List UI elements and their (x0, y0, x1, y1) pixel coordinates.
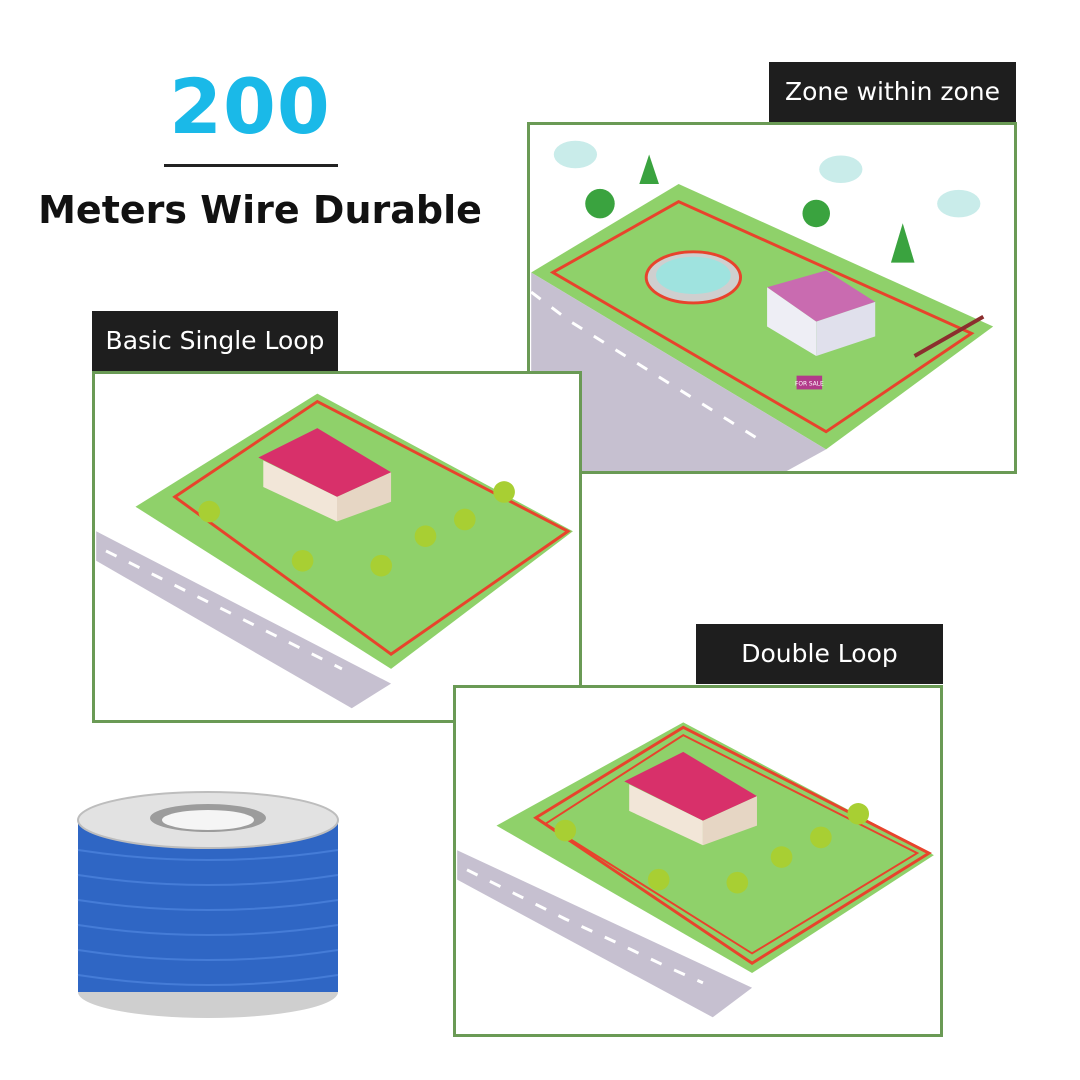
headline-rule (164, 164, 338, 167)
tree-icon (639, 154, 659, 184)
tree-icon (370, 554, 393, 577)
house-wall (702, 796, 757, 846)
wire-loop (172, 399, 571, 656)
zone-within-zone-illustration: FOR SALE (530, 140, 994, 471)
headline-number: 200 (169, 62, 331, 151)
wire-spool-image (77, 791, 339, 1018)
panel-double-loop (453, 685, 943, 1037)
tree-icon (647, 868, 670, 891)
headline-subtitle: Meters Wire Durable (38, 188, 482, 232)
house-roof (624, 751, 757, 821)
lawn (135, 393, 573, 669)
tree-icon (291, 549, 314, 572)
tree-icon (810, 826, 832, 849)
house-wall (263, 460, 337, 522)
lawn (531, 183, 994, 450)
tree-icon (453, 508, 476, 531)
tree-icon (847, 803, 870, 825)
house-wall (767, 287, 817, 356)
fence (913, 314, 985, 358)
house-wall (816, 301, 876, 356)
tree-icon (493, 481, 515, 503)
tree-icon (585, 188, 615, 219)
cloud-icon (819, 155, 863, 183)
for-sale-sign (796, 375, 823, 390)
tree-icon (770, 846, 793, 868)
house-wall (337, 472, 392, 522)
spool-hole (162, 810, 254, 830)
label-basic-single-loop: Basic Single Loop (92, 311, 338, 371)
sign-text: FOR SALE (795, 381, 824, 387)
outer-wire-loop (533, 725, 932, 965)
tree-icon (890, 223, 915, 263)
house-roof (258, 428, 392, 497)
cloud-icon (937, 189, 981, 218)
cloud-icon (553, 140, 598, 169)
panel-zone-within-zone: FOR SALE (527, 122, 1017, 474)
house-wall (629, 784, 703, 846)
tree-icon (554, 819, 577, 842)
house-roof (767, 270, 876, 322)
tree-icon (726, 871, 749, 894)
pool (656, 256, 731, 295)
panel-basic-single-loop (92, 371, 582, 723)
road (457, 850, 753, 1018)
inner-wire-loop (543, 734, 920, 955)
double-loop-illustration (457, 722, 934, 1018)
label-zone-within-zone: Zone within zone (769, 62, 1016, 122)
single-loop-illustration (96, 393, 573, 709)
outer-wire-loop (549, 200, 975, 434)
tree-icon (198, 500, 221, 523)
label-double-loop: Double Loop (696, 624, 943, 684)
tree-icon (802, 199, 830, 228)
road (531, 272, 827, 471)
tree-icon (414, 525, 437, 547)
